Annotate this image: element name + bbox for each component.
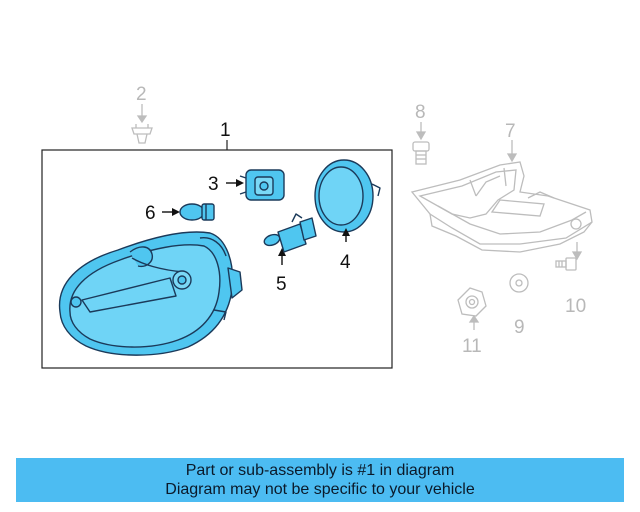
callout-1: 1	[220, 120, 231, 141]
callout-11: 11	[462, 336, 482, 357]
note-line-2: Diagram may not be specific to your vehi…	[165, 481, 475, 498]
bracket-bolt-part	[412, 122, 430, 165]
callout-10: 10	[565, 296, 586, 317]
mounting-bracket-part	[410, 140, 593, 253]
callout-5: 5	[276, 274, 287, 295]
adjuster-part	[457, 287, 487, 330]
callout-4: 4	[340, 252, 351, 273]
side-bulb-part[interactable]	[162, 203, 215, 221]
faded-parts	[131, 104, 593, 330]
headlamp-bulb-part[interactable]	[263, 213, 317, 265]
bulb-cap-part[interactable]	[314, 159, 381, 242]
diagram-note-banner: Part or sub-assembly is #1 in diagram Di…	[16, 458, 624, 502]
highlighted-parts	[58, 159, 381, 356]
push-clip-part	[131, 104, 153, 144]
callout-8: 8	[415, 102, 426, 123]
callout-3: 3	[208, 174, 219, 195]
callout-9: 9	[514, 317, 525, 338]
callout-2: 2	[136, 84, 147, 105]
callout-7: 7	[505, 121, 516, 142]
callout-6: 6	[145, 203, 156, 224]
main-bulb-socket-part[interactable]	[226, 169, 285, 201]
callout-numbers: 1 2 3 4 5 6 7 8 9 10 11	[136, 84, 586, 357]
sub-assembly-frame	[41, 149, 393, 369]
headlamp-assembly-part[interactable]	[58, 231, 243, 356]
nut-part	[509, 273, 529, 293]
bolt-part	[555, 242, 583, 271]
note-line-1: Part or sub-assembly is #1 in diagram	[185, 462, 455, 479]
